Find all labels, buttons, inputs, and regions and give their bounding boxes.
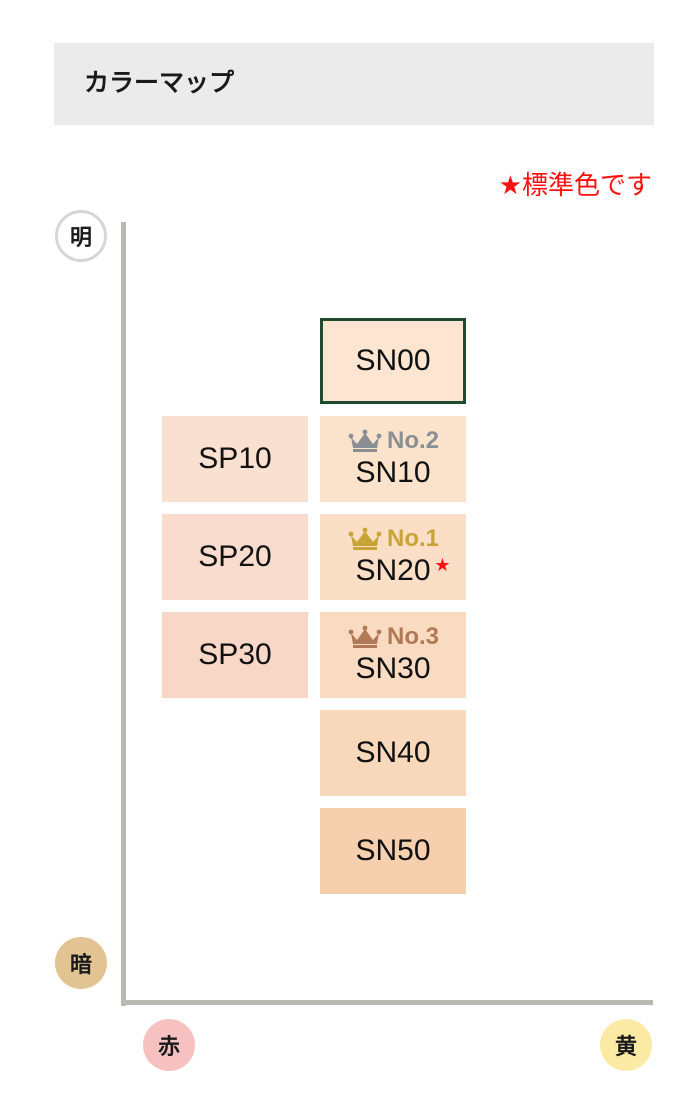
crown-silver-icon: [348, 429, 382, 452]
brightness-axis: [121, 222, 126, 1006]
rank-badge: No.2: [347, 428, 439, 454]
swatch-code: SN20 ★: [355, 554, 450, 588]
swatch-sn50[interactable]: SN50: [320, 808, 466, 894]
rank-badge: No.3: [347, 624, 439, 650]
swatch-code: SN10: [355, 456, 431, 489]
swatch-code: SN00: [355, 344, 431, 377]
section-title: カラーマップ: [84, 68, 235, 97]
hue-axis: [121, 1000, 653, 1005]
standard-star-icon: ★: [434, 555, 451, 575]
swatch-code: SP10: [198, 442, 272, 475]
swatch-code: SN40: [355, 736, 431, 769]
swatch-code: SN30: [355, 652, 431, 685]
axis-label-bright: 明: [55, 210, 107, 262]
crown-bronze-icon: [348, 625, 382, 648]
section-header: カラーマップ: [54, 43, 654, 125]
standard-color-note: ★標準色です: [498, 171, 652, 201]
rank-label: No.2: [386, 427, 439, 454]
crown-gold-icon: [348, 527, 382, 550]
swatch-sp30[interactable]: SP30: [162, 612, 308, 698]
rank-badge: No.1: [347, 526, 439, 552]
axis-label-yellow: 黄: [600, 1019, 652, 1071]
swatch-sn20[interactable]: No.1 SN20 ★: [320, 514, 466, 600]
swatch-sn30[interactable]: No.3 SN30: [320, 612, 466, 698]
swatch-sn40[interactable]: SN40: [320, 710, 466, 796]
axis-label-dark: 暗: [55, 937, 107, 989]
rank-label: No.1: [386, 525, 439, 552]
axis-label-red: 赤: [143, 1019, 195, 1071]
rank-label: No.3: [386, 623, 439, 650]
swatch-code: SP30: [198, 638, 272, 671]
swatch-sp10[interactable]: SP10: [162, 416, 308, 502]
swatch-sp20[interactable]: SP20: [162, 514, 308, 600]
swatch-code: SN50: [355, 834, 431, 867]
swatch-sn00[interactable]: SN00: [320, 318, 466, 404]
swatch-code: SP20: [198, 540, 272, 573]
swatch-sn10[interactable]: No.2 SN10: [320, 416, 466, 502]
swatch-code-text: SN20: [355, 554, 431, 587]
